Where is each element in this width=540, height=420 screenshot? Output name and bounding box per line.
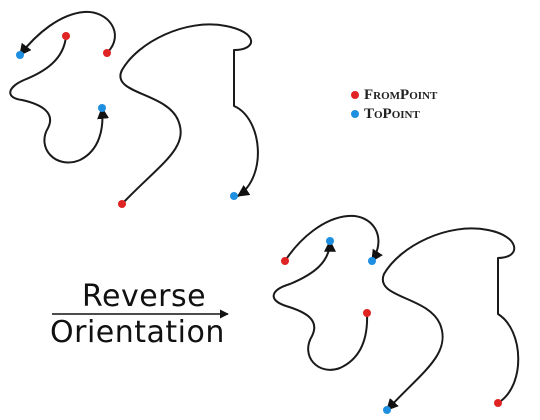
legend-from-marker [351, 91, 359, 99]
from-point-marker [62, 32, 70, 40]
to-point-marker [230, 192, 238, 200]
to-point-marker [326, 237, 334, 245]
to-point-marker [98, 104, 106, 112]
operation-label-line1: Reverse [82, 279, 207, 314]
original-left-curve [9, 35, 110, 164]
legend-to-marker [351, 110, 359, 118]
from-point-marker [363, 309, 371, 317]
reversed-curves-group [272, 214, 520, 414]
to-point-marker [383, 406, 391, 414]
from-point-marker [281, 257, 289, 265]
reversed-right-curve [381, 227, 520, 411]
reversed-left-curve [272, 239, 369, 371]
operation-label-line2: Orientation [50, 315, 225, 350]
original-right-curve [119, 23, 259, 205]
legend-from-label: FromPoint [364, 87, 438, 103]
legend-to-label: ToPoint [364, 106, 420, 122]
original-upper-curve [19, 10, 116, 56]
from-point-marker [494, 399, 502, 407]
reversed-upper-curve [284, 214, 383, 263]
to-point-marker [368, 257, 376, 265]
from-point-marker [118, 200, 126, 208]
from-point-marker [103, 49, 111, 57]
original-curves-group [9, 10, 259, 208]
to-point-marker [16, 51, 24, 59]
